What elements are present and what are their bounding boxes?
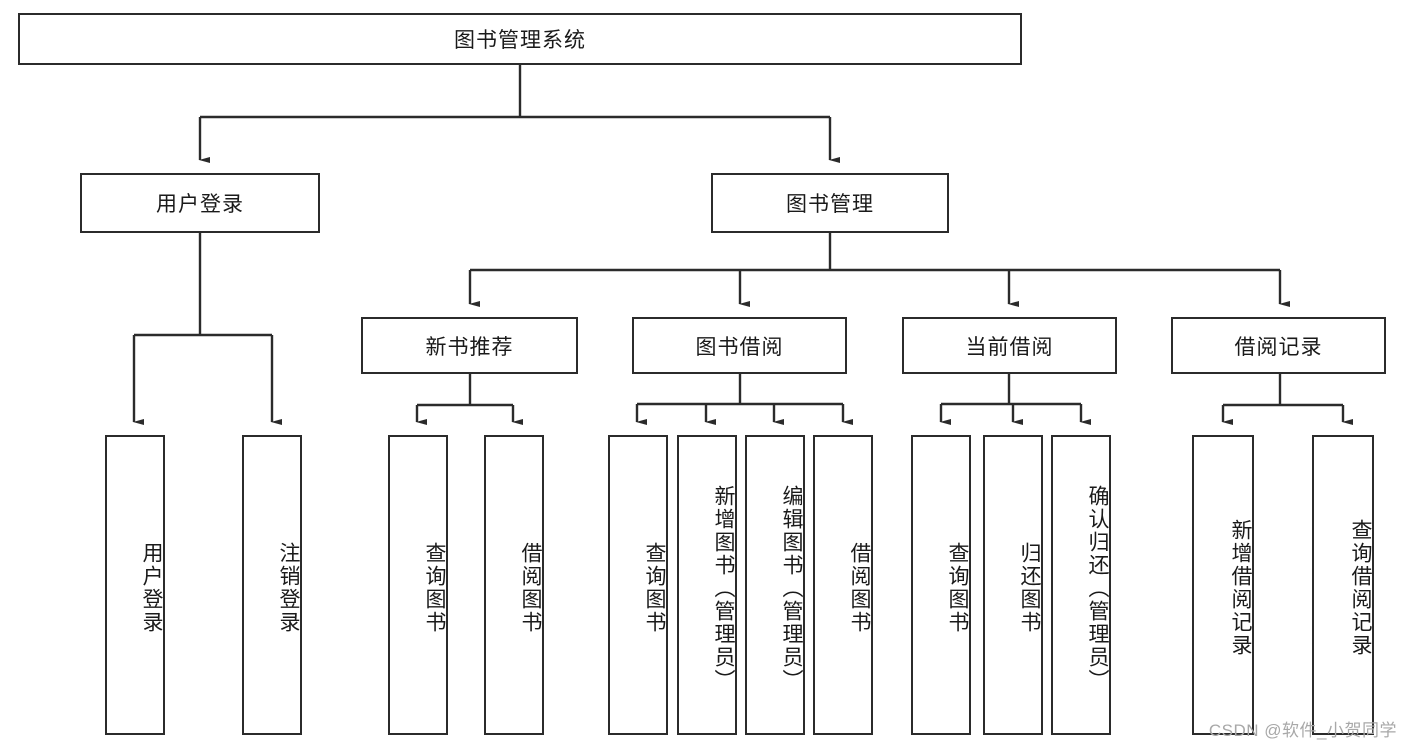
node-label: 确认归还（管理员）	[1086, 484, 1109, 692]
node-current-borrow[interactable]: 当前借阅	[902, 317, 1117, 374]
node-label: 编辑图书（管理员）	[780, 484, 803, 692]
node-label: 查询图书	[423, 542, 446, 634]
node-leaf-add-book-admin[interactable]: 新增图书（管理员）	[677, 435, 737, 735]
node-leaf-edit-book-admin[interactable]: 编辑图书（管理员）	[745, 435, 805, 735]
node-root-system[interactable]: 图书管理系统	[18, 13, 1022, 65]
node-label: 新增图书（管理员）	[712, 484, 735, 692]
node-label: 新书推荐	[425, 335, 514, 359]
node-label: 图书借阅	[695, 335, 784, 359]
node-label: 查询图书	[946, 542, 969, 634]
node-label: 当前借阅	[965, 335, 1054, 359]
node-leaf-logout[interactable]: 注销登录	[242, 435, 302, 735]
node-leaf-query-borrow-record[interactable]: 查询借阅记录	[1312, 435, 1374, 735]
node-leaf-borrow-book[interactable]: 借阅图书	[813, 435, 873, 735]
node-label: 借阅图书	[519, 542, 542, 634]
node-leaf-query-book-borrow[interactable]: 查询图书	[608, 435, 668, 735]
node-leaf-confirm-return-admin[interactable]: 确认归还（管理员）	[1051, 435, 1111, 735]
node-label: 注销登录	[277, 542, 300, 634]
node-leaf-user-login[interactable]: 用户登录	[105, 435, 165, 735]
node-leaf-add-borrow-record[interactable]: 新增借阅记录	[1192, 435, 1254, 735]
node-label: 新增借阅记录	[1229, 519, 1252, 657]
node-label: 图书管理系统	[454, 29, 586, 52]
node-label: 借阅图书	[848, 542, 871, 634]
node-book-borrow[interactable]: 图书借阅	[632, 317, 847, 374]
node-leaf-return-book[interactable]: 归还图书	[983, 435, 1043, 735]
node-label: 借阅记录	[1234, 335, 1323, 359]
node-label: 查询图书	[643, 542, 666, 634]
node-label: 图书管理	[786, 193, 874, 216]
node-leaf-borrow-book-rec[interactable]: 借阅图书	[484, 435, 544, 735]
node-user-login[interactable]: 用户登录	[80, 173, 320, 233]
node-new-book-recommend[interactable]: 新书推荐	[361, 317, 578, 374]
node-leaf-query-book-current[interactable]: 查询图书	[911, 435, 971, 735]
node-label: 归还图书	[1018, 542, 1041, 634]
node-borrow-records[interactable]: 借阅记录	[1171, 317, 1386, 374]
node-book-management[interactable]: 图书管理	[711, 173, 949, 233]
node-label: 用户登录	[156, 193, 244, 216]
node-leaf-query-book-rec[interactable]: 查询图书	[388, 435, 448, 735]
csdn-watermark: CSDN @软件_小贺同学	[1208, 721, 1397, 740]
node-label: 查询借阅记录	[1349, 519, 1372, 657]
node-label: 用户登录	[140, 542, 163, 634]
